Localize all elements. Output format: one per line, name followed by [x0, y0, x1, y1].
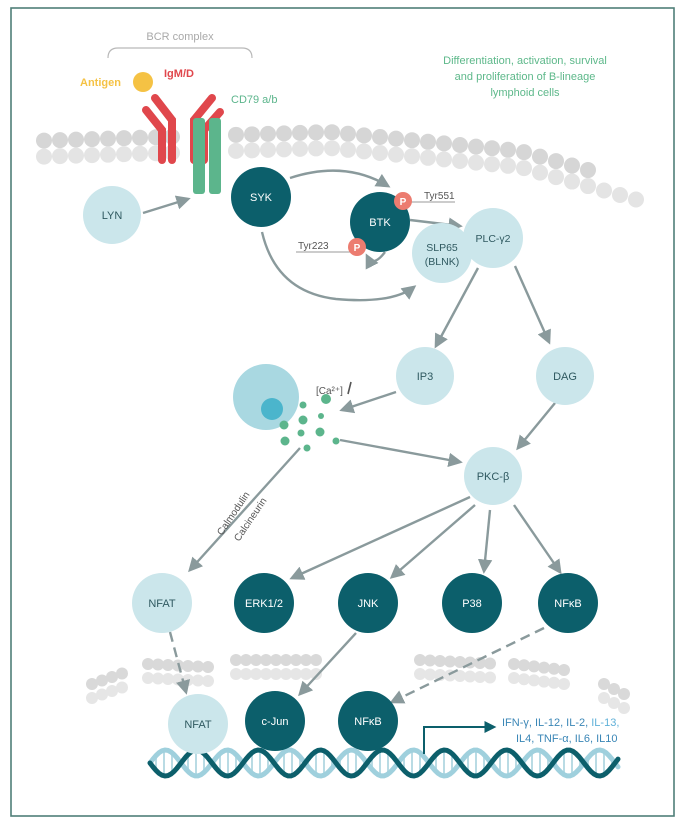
cytokines-line-2: IL4, TNF-α, IL6, IL10 — [516, 733, 618, 745]
node-p38: P38 — [442, 573, 502, 633]
node-nfkb: NFκB — [538, 573, 598, 633]
node-erk: ERK1/2 — [234, 573, 294, 633]
node-ip3-label: IP3 — [417, 371, 434, 383]
calcium-label: [Ca²⁺] — [316, 386, 343, 397]
antigen-label: Antigen — [80, 77, 121, 89]
arrow-calcium-nfat — [188, 447, 301, 573]
node-lyn: LYN — [83, 186, 141, 244]
node-btk: BTK — [350, 192, 410, 252]
arrow-pkc-p38 — [477, 509, 493, 574]
node-pkc-label: PKC-β — [477, 471, 510, 483]
outcome-line-2: and proliferation of B-lineage — [455, 71, 596, 83]
arrow-pkc-jnk — [389, 504, 476, 579]
arrow-pkc-erk — [289, 495, 471, 580]
node-slp65-label-2: (BLNK) — [425, 256, 459, 268]
dna-helix-icon — [147, 747, 621, 779]
cytokines-line-1: IFN-γ, IL-12, IL-2, IL-13, — [502, 717, 619, 729]
arrow-jnk-cjun — [298, 632, 357, 697]
node-syk-label: SYK — [250, 192, 273, 204]
arrow-plc-ip3 — [434, 267, 480, 349]
arrow-nfkb-nucleus — [389, 626, 545, 704]
node-jnk: JNK — [338, 573, 398, 633]
cd79a-icon — [193, 118, 205, 194]
node-nfat-nuclear-label: NFAT — [184, 719, 212, 731]
node-jnk-label: JNK — [358, 598, 379, 610]
node-dag-label: DAG — [553, 371, 577, 383]
er-calcium-store-icon — [233, 364, 299, 430]
node-dag: DAG — [536, 347, 594, 405]
cd79b-icon — [209, 118, 221, 194]
arrow-btk-autophos — [365, 251, 386, 270]
node-plc: PLC-γ2 — [463, 208, 523, 268]
node-nfkb-nuclear-label: NFκB — [354, 716, 382, 728]
cell-membrane — [36, 124, 644, 208]
outcome-line-3: lymphoid cells — [490, 87, 560, 99]
phospho-tyr223: P Tyr223 — [296, 238, 366, 256]
nuclear-membrane — [86, 654, 630, 714]
node-btk-label: BTK — [369, 217, 391, 229]
arrow-plc-dag — [513, 265, 551, 345]
node-nfat-nuclear: NFAT — [168, 694, 228, 754]
calcium-ions — [279, 394, 340, 452]
bcr-complex-bracket — [107, 47, 253, 59]
arrow-nfat-nucleus — [168, 631, 190, 695]
arrow-syk-slp65 — [260, 231, 417, 302]
node-cjun-label: c-Jun — [262, 716, 289, 728]
antigen-icon — [133, 72, 153, 92]
phospho-p-icon: P — [400, 197, 407, 208]
node-ip3: IP3 — [396, 347, 454, 405]
arrow-dag-pkc — [516, 402, 556, 451]
tyr223-label: Tyr223 — [298, 241, 329, 252]
arrow-calcium-pkc — [339, 438, 463, 468]
node-lyn-label: LYN — [102, 210, 123, 222]
phospho-tyr551: P Tyr551 — [394, 191, 455, 210]
node-plc-label: PLC-γ2 — [475, 233, 510, 245]
node-nfat-label: NFAT — [148, 598, 176, 610]
figure-frame — [10, 7, 675, 817]
bcr-complex-label: BCR complex — [146, 31, 214, 43]
node-nfat: NFAT — [132, 573, 192, 633]
transcription-start-arrow — [423, 721, 497, 754]
arrow-ip3-calcium — [339, 390, 397, 414]
cd79-label: CD79 a/b — [231, 94, 277, 106]
node-pkc: PKC-β — [464, 447, 522, 505]
arrow-lyn-bcr — [142, 195, 191, 215]
node-syk: SYK — [231, 167, 291, 227]
node-nfkb-nuclear: NFκB — [338, 691, 398, 751]
calcium-increase-icon — [347, 381, 352, 395]
node-slp65-label-1: SLP65 — [426, 242, 458, 254]
node-slp65: SLP65 (BLNK) — [412, 223, 472, 283]
tyr551-label: Tyr551 — [424, 191, 455, 202]
node-nfkb-label: NFκB — [554, 598, 582, 610]
igm-label: IgM/D — [164, 68, 194, 80]
phospho-p-icon: P — [354, 243, 361, 254]
outcome-line-1: Differentiation, activation, survival — [443, 55, 607, 67]
node-cjun: c-Jun — [245, 691, 305, 751]
node-p38-label: P38 — [462, 598, 482, 610]
cytokines-line-1a: IFN-γ, IL-12, IL-2, — [502, 717, 591, 729]
arrow-pkc-nfkb — [513, 504, 562, 575]
arrow-syk-btk — [289, 169, 391, 188]
node-erk-label: ERK1/2 — [245, 598, 283, 610]
cytokines-line-1b: IL-13, — [591, 717, 619, 729]
